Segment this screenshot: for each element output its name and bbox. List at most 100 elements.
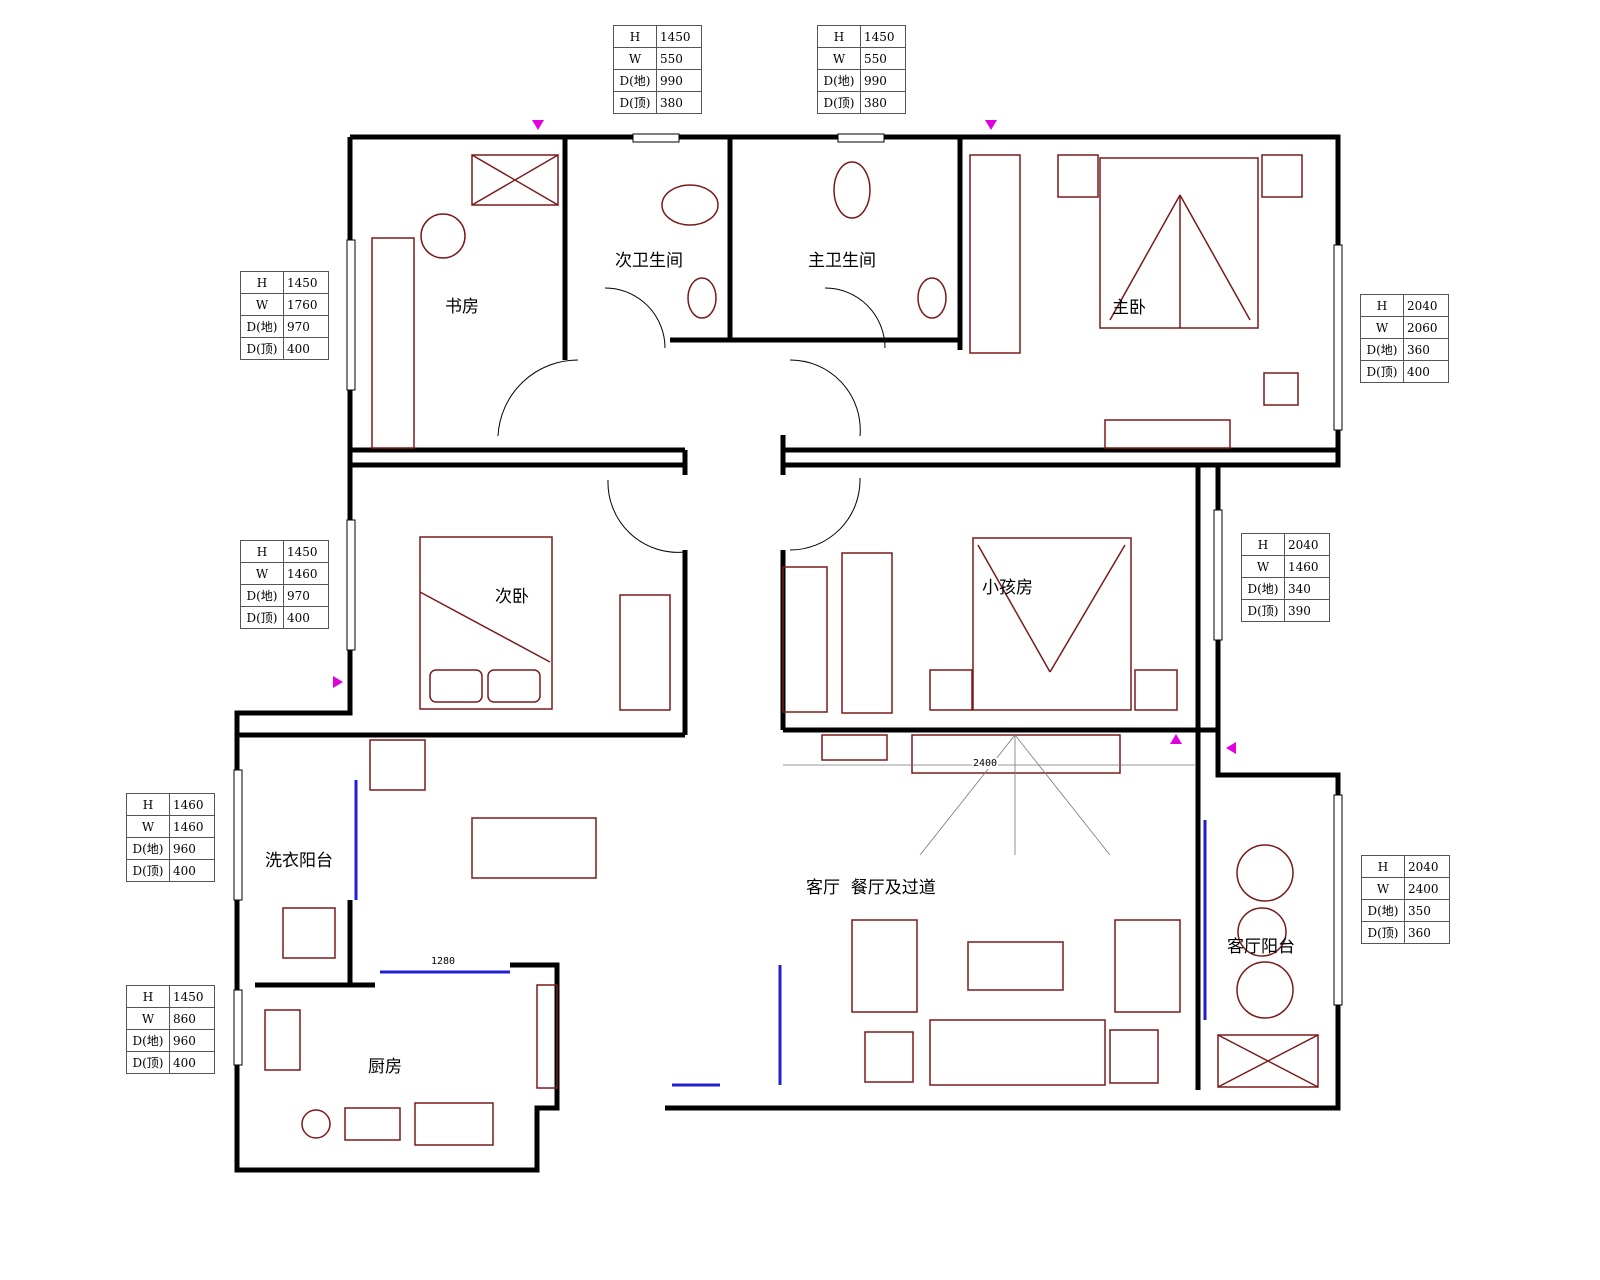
room-label-master-bedroom: 主卧	[1112, 298, 1146, 318]
spec-label: D(顶)	[126, 1051, 170, 1074]
spec-row: D(顶)400	[240, 606, 329, 629]
spec-value: 970	[283, 584, 329, 607]
spec-label: D(地)	[240, 315, 284, 338]
spec-row: D(地)970	[240, 584, 329, 607]
spec-row: D(地)990	[613, 69, 702, 92]
door-swings	[497, 287, 886, 553]
kids-bed	[972, 537, 1132, 711]
room-label-second-bedroom: 次卧	[495, 587, 529, 607]
spec-row: D(地)960	[126, 837, 215, 860]
master-bed	[1099, 157, 1259, 329]
spec-row: D(地)970	[240, 315, 329, 338]
spec-label: H	[126, 985, 170, 1008]
tv-cabinet	[911, 734, 1121, 774]
spec-value: 360	[1404, 921, 1450, 944]
spec-value: 2060	[1403, 316, 1449, 339]
sofa	[929, 1019, 1106, 1086]
spec-value: 960	[169, 1029, 215, 1052]
spec-value: 2400	[1404, 877, 1450, 900]
armchair	[851, 919, 918, 1013]
spec-row: D(顶)400	[126, 859, 215, 882]
spec-label: H	[817, 25, 861, 48]
spec-value: 1460	[169, 793, 215, 816]
spec-value: 360	[1403, 338, 1449, 361]
spec-row: D(顶)400	[240, 337, 329, 360]
spec-label: D(顶)	[817, 91, 861, 114]
spec-value: 1460	[169, 815, 215, 838]
spec-value: 380	[860, 91, 906, 114]
spec-label: D(地)	[1241, 577, 1285, 600]
spec-label: D(顶)	[1241, 599, 1285, 622]
spec-value: 550	[656, 47, 702, 70]
spec-row: D(顶)380	[613, 91, 702, 114]
dining-table	[471, 817, 597, 879]
spec-value: 1760	[283, 293, 329, 316]
spec-value: 1450	[860, 25, 906, 48]
spec-row: D(顶)390	[1241, 599, 1330, 622]
spec-value: 400	[283, 606, 329, 629]
room-label-living-balcony: 客厅阳台	[1227, 937, 1295, 957]
coffee-table	[967, 941, 1064, 991]
spec-label: W	[240, 293, 284, 316]
spec-label: D(顶)	[1360, 360, 1404, 383]
markers	[333, 120, 1236, 754]
spec-label: H	[240, 271, 284, 294]
spec-value: 990	[656, 69, 702, 92]
room-label-kids-room: 小孩房	[982, 578, 1033, 598]
spec-label: W	[126, 1007, 170, 1030]
spec-value: 970	[283, 315, 329, 338]
spec-label: D(地)	[613, 69, 657, 92]
spec-value: 1450	[656, 25, 702, 48]
walls	[234, 134, 1341, 1173]
spec-label: D(顶)	[126, 859, 170, 882]
spec-value: 1460	[283, 562, 329, 585]
spec-label: D(顶)	[1361, 921, 1405, 944]
spec-value: 400	[169, 859, 215, 882]
spec-value: 340	[1284, 577, 1330, 600]
spec-label: D(地)	[817, 69, 861, 92]
spec-label: D(地)	[1361, 899, 1405, 922]
ceiling-light-lines	[783, 734, 1195, 856]
room-label-kitchen: 厨房	[368, 1057, 402, 1077]
spec-row: D(地)340	[1241, 577, 1330, 600]
furniture	[264, 154, 1319, 1146]
spec-value: 990	[860, 69, 906, 92]
spec-row: D(地)360	[1360, 338, 1449, 361]
spec-label: W	[126, 815, 170, 838]
spec-label: D(顶)	[240, 337, 284, 360]
spec-row: D(顶)380	[817, 91, 906, 114]
spec-value: 860	[169, 1007, 215, 1030]
room-label-laundry-balcony: 洗衣阳台	[265, 851, 333, 871]
spec-label: H	[1360, 294, 1404, 317]
spec-value: 1450	[283, 271, 329, 294]
spec-value: 960	[169, 837, 215, 860]
spec-value: 2040	[1403, 294, 1449, 317]
spec-value: 400	[169, 1051, 215, 1074]
room-label-second-bath: 次卫生间	[615, 251, 683, 271]
wardrobe	[969, 154, 1021, 354]
glass-doors	[354, 780, 1207, 1087]
spec-value: 350	[1404, 899, 1450, 922]
spec-label: W	[240, 562, 284, 585]
spec-value: 400	[283, 337, 329, 360]
spec-label: D(地)	[126, 837, 170, 860]
spec-value: 400	[1403, 360, 1449, 383]
spec-row: D(顶)400	[1360, 360, 1449, 383]
spec-label: W	[613, 47, 657, 70]
